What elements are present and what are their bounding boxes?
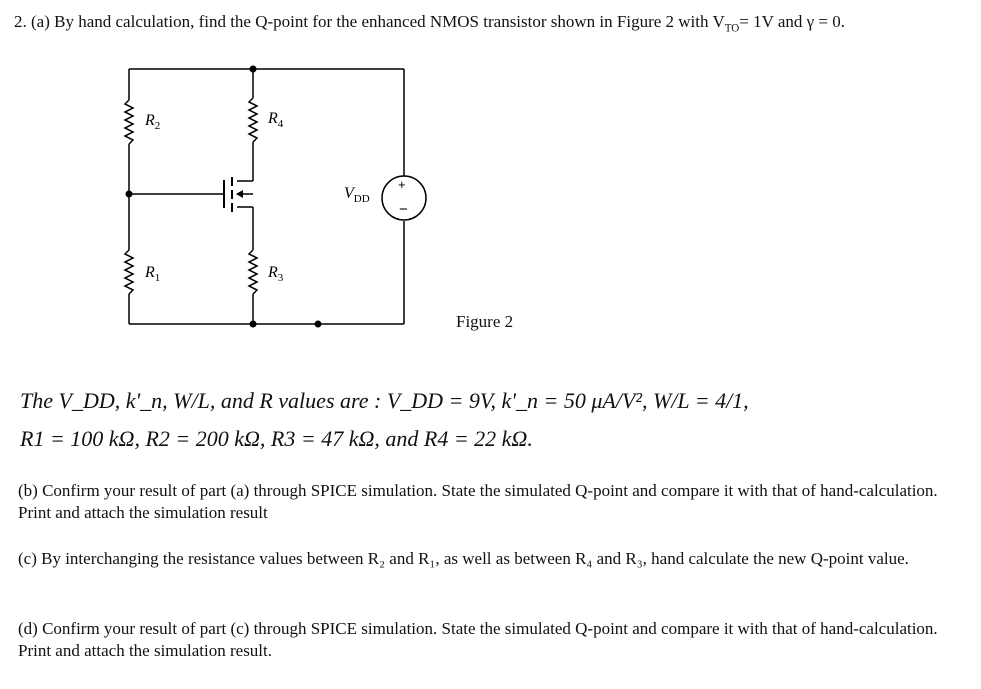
question-part-d: (d) Confirm your result of part (c) thro… — [18, 619, 938, 660]
resistor-r2 — [123, 99, 135, 145]
figure-caption: Figure 2 — [456, 312, 514, 331]
question-part-c: (c) By interchanging the resistance valu… — [18, 549, 909, 568]
transistor-arrow-icon — [236, 190, 243, 198]
source-plus-label: + — [398, 177, 406, 192]
source-minus-label: − — [399, 201, 408, 218]
question-number: 2. — [14, 12, 27, 31]
resistor-r3 — [247, 249, 259, 295]
part-a-suffix: = 1V and γ = 0. — [739, 12, 845, 31]
vdd-source-icon — [381, 175, 427, 221]
question-part-b: (b) Confirm your result of part (a) thro… — [18, 481, 938, 522]
vto-subscript: TO — [724, 22, 740, 35]
label-r2: R2 — [144, 112, 160, 132]
label-vdd: VDD — [344, 185, 370, 205]
resistor-r4 — [247, 97, 259, 143]
given-values-line-1: The V_DD, k'_n, W/L, and R values are : … — [20, 388, 749, 413]
question-part-a: 2. (a) By hand calculation, find the Q-p… — [14, 11, 969, 39]
label-r4: R4 — [267, 110, 284, 130]
given-values-line-2: R1 = 100 kΩ, R2 = 200 kΩ, R3 = 47 kΩ, an… — [20, 426, 533, 451]
resistor-r1 — [123, 249, 135, 295]
label-r3: R3 — [267, 264, 284, 284]
part-a-text: (a) By hand calculation, find the Q-poin… — [31, 12, 725, 31]
label-r1: R1 — [144, 264, 160, 284]
